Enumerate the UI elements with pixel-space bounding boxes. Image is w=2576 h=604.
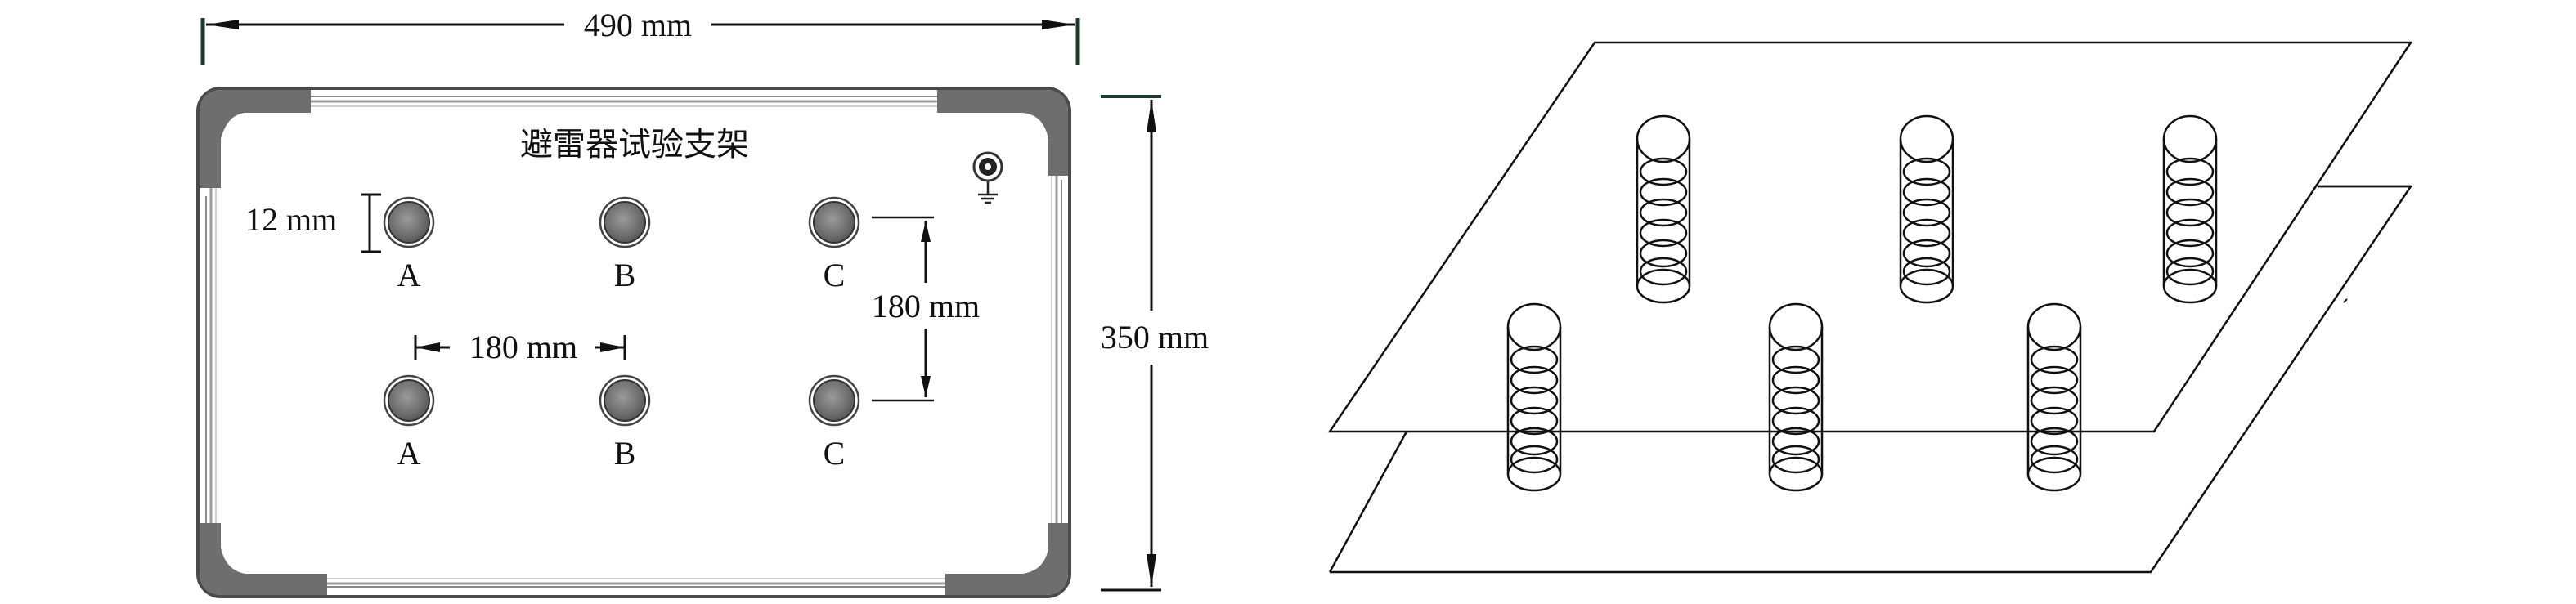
width-dimension-label: 490 mm	[584, 7, 692, 43]
terminal-label: A	[397, 257, 421, 293]
terminal-bottom-a	[383, 374, 435, 427]
terminal-bottom-b	[599, 374, 651, 427]
terminal-top-b	[599, 196, 651, 248]
terminal-label: A	[397, 435, 421, 472]
width-dimension: 490 mm	[200, 7, 1080, 65]
coil-back-3	[2162, 114, 2218, 304]
terminal-label: C	[824, 257, 846, 293]
coil-front-2	[1768, 302, 1824, 492]
corner-bottom-right	[945, 523, 1068, 595]
test-board	[196, 87, 1071, 598]
terminal-label: B	[614, 435, 636, 472]
hole-diameter-label: 12 mm	[245, 201, 337, 238]
terminal-top-c	[808, 196, 860, 248]
ground-terminal-icon	[972, 151, 1003, 204]
height-dimension-label: 350 mm	[1101, 319, 1209, 356]
terminal-label: B	[614, 257, 636, 293]
front-view: 490 mm 避雷器试验支架	[196, 7, 1209, 598]
terminal-bottom-c	[808, 374, 860, 427]
upper-plate	[1327, 41, 2413, 433]
terminal-label: C	[824, 435, 846, 472]
corner-top-right	[937, 90, 1068, 176]
coil-back-1	[1636, 114, 1691, 304]
vertical-spacing-dimension: 180 mm	[872, 216, 980, 402]
terminal-top-a	[383, 196, 435, 248]
corner-bottom-left	[200, 523, 327, 595]
coil-front-1	[1506, 302, 1562, 492]
height-dimension: 350 mm	[1101, 95, 1209, 592]
horizontal-spacing-dimension: 180 mm	[414, 329, 626, 365]
hole-diameter-dimension: 12 mm	[245, 193, 381, 253]
board-title: 避雷器试验支架	[520, 126, 749, 163]
isometric-view	[1327, 41, 2413, 574]
vertical-spacing-label: 180 mm	[872, 288, 980, 324]
coil-front-3	[2026, 302, 2082, 492]
coil-back-2	[1899, 114, 1954, 304]
corner-top-left	[200, 90, 311, 188]
horizontal-spacing-label: 180 mm	[469, 329, 577, 365]
